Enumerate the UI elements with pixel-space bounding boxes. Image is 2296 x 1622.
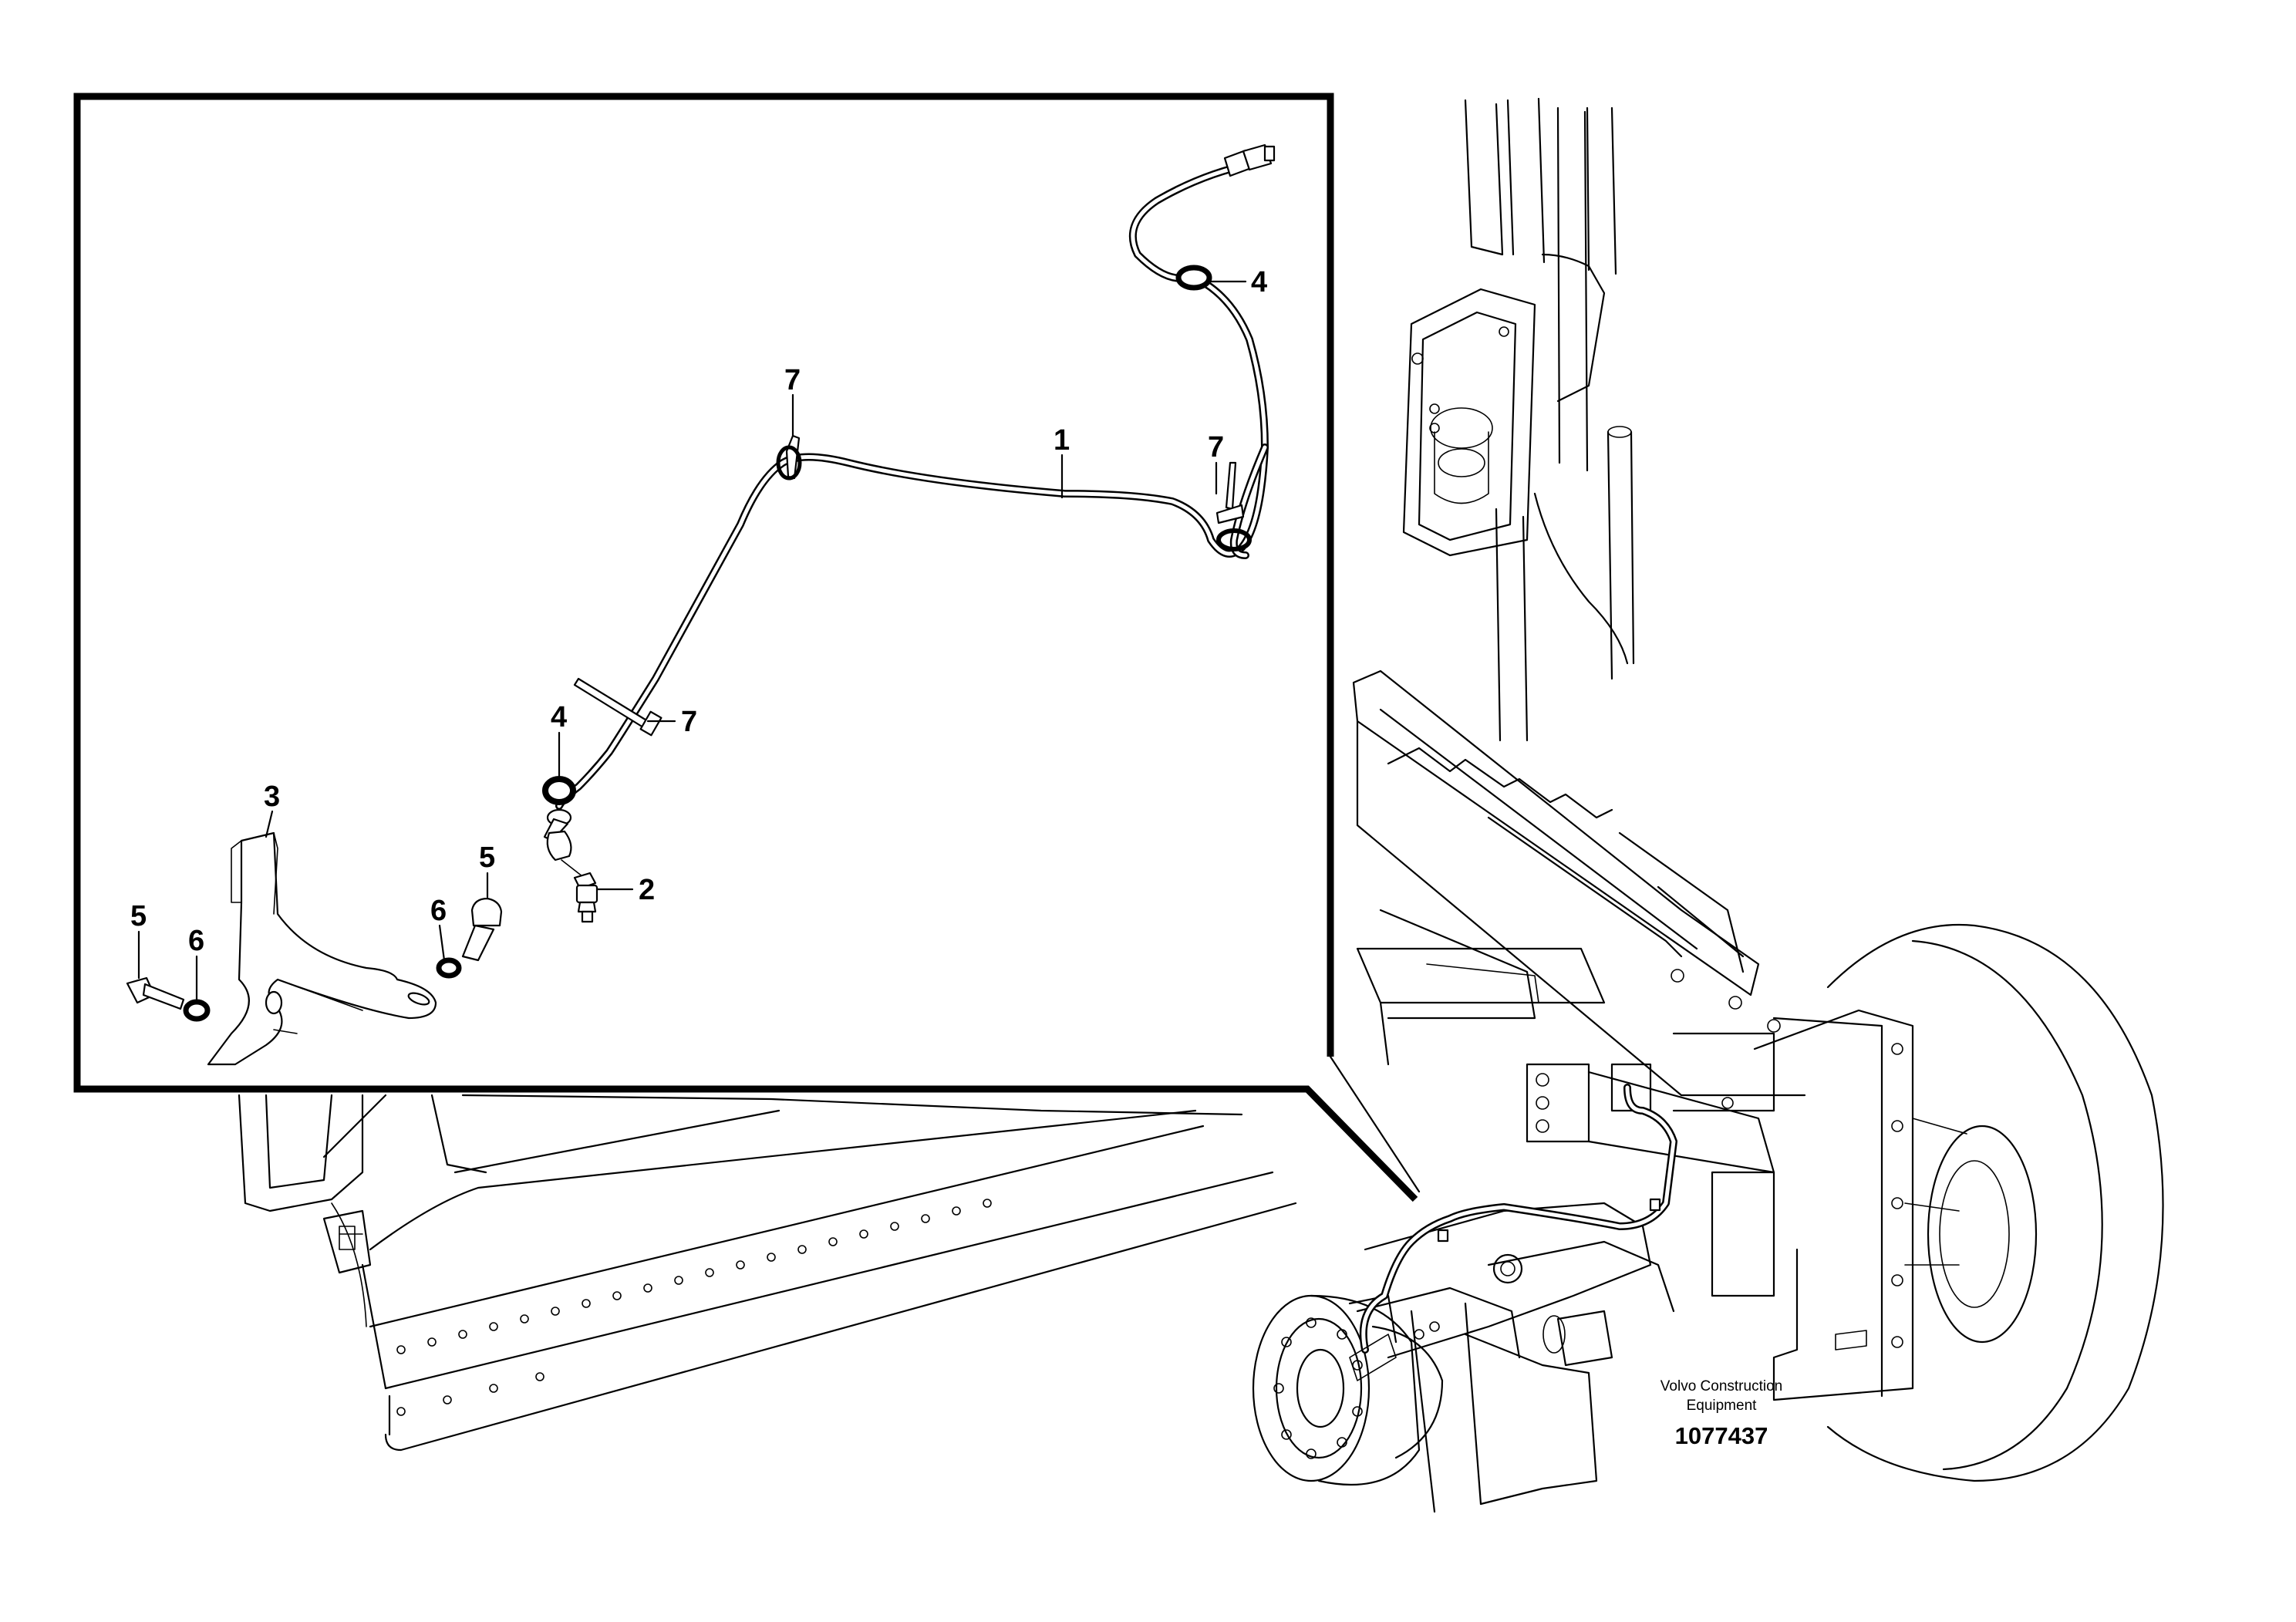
figure-caption: Volvo Construction Equipment 1077437 [1660, 1378, 1782, 1449]
washer-left [183, 999, 211, 1022]
mast-assembly [1402, 97, 1635, 742]
cable-tie-top [776, 434, 802, 481]
callout-5-right: 5 [479, 841, 495, 874]
callout-1: 1 [1054, 424, 1070, 457]
brand-line-2: Equipment [1687, 1398, 1758, 1414]
callout-7-mid: 7 [681, 706, 697, 738]
bolt-right [461, 897, 503, 962]
wheel-right [1826, 924, 2164, 1482]
installed-cable [1349, 1084, 1677, 1381]
brand-line-1: Volvo Construction [1660, 1378, 1782, 1394]
callout-5-left: 5 [130, 900, 147, 932]
washer-right [436, 957, 462, 979]
callout-7-right: 7 [1208, 431, 1224, 464]
top-connector [1223, 143, 1276, 177]
callout-6-right: 6 [430, 895, 447, 927]
callout-4-top: 4 [1251, 266, 1267, 298]
detail-inset-frame [73, 93, 1435, 1202]
grommet-top [1175, 265, 1212, 291]
callout-4-mid: 4 [551, 701, 567, 733]
cable-tie-mid [573, 677, 663, 737]
front-frame [1352, 669, 1806, 1174]
figure-number: 1077437 [1675, 1422, 1768, 1449]
callout-7-top: 7 [784, 364, 801, 396]
sensor-harness [542, 143, 1276, 923]
leader-lines [137, 280, 1247, 1003]
hub-left [1252, 1294, 1444, 1486]
bracket-assembly [126, 831, 503, 1066]
callout-3: 3 [264, 781, 280, 813]
sensor-bracket [207, 831, 437, 1066]
cable-tie-right [1215, 461, 1252, 551]
front-axle [1348, 1202, 1675, 1513]
callout-labels: 4 7 1 7 7 4 3 5 5 6 6 2 [130, 266, 1267, 957]
callout-6-left: 6 [188, 925, 204, 957]
bolt-left [126, 976, 185, 1010]
moldboard-blade [238, 1094, 1297, 1452]
callout-2: 2 [639, 874, 655, 906]
machine-illustration [238, 97, 2164, 1513]
sensor [561, 859, 598, 923]
mounting-plate [1711, 1009, 1914, 1401]
grommet-mid [542, 776, 576, 862]
